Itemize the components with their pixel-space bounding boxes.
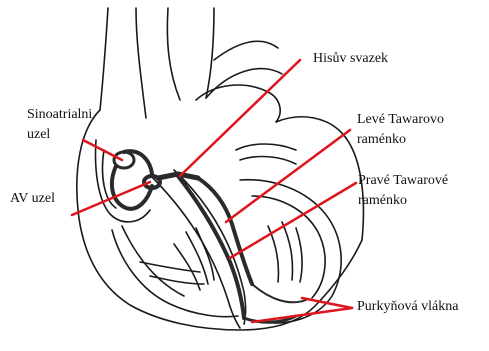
label-av-node: AV uzel — [10, 190, 55, 208]
label-right-branch-line1: Pravé Tawarové — [358, 172, 448, 190]
label-right-branch-line2: raménko — [358, 192, 407, 210]
leader-left-branch — [226, 130, 350, 222]
label-sinoatrial-line2: uzel — [27, 126, 50, 144]
leader-purkinje-b — [252, 308, 352, 322]
right-bundle-path — [178, 176, 244, 318]
left-bundle-path — [198, 178, 252, 284]
label-sinoatrial-line1: Sinoatrialni — [27, 106, 92, 124]
label-his-bundle: Hisův svazek — [313, 50, 388, 68]
left-atrium — [276, 117, 346, 138]
conduction-system — [112, 151, 306, 322]
label-left-branch-line1: Levé Tawarovo — [357, 111, 444, 129]
superior-vena-cava — [100, 8, 108, 110]
leader-purkinje-a — [302, 298, 352, 308]
label-left-branch-line2: raménko — [357, 131, 406, 149]
aorta — [167, 8, 180, 100]
leader-right-branch — [230, 183, 356, 258]
label-purkinje: Purkyňová vlákna — [357, 298, 458, 316]
